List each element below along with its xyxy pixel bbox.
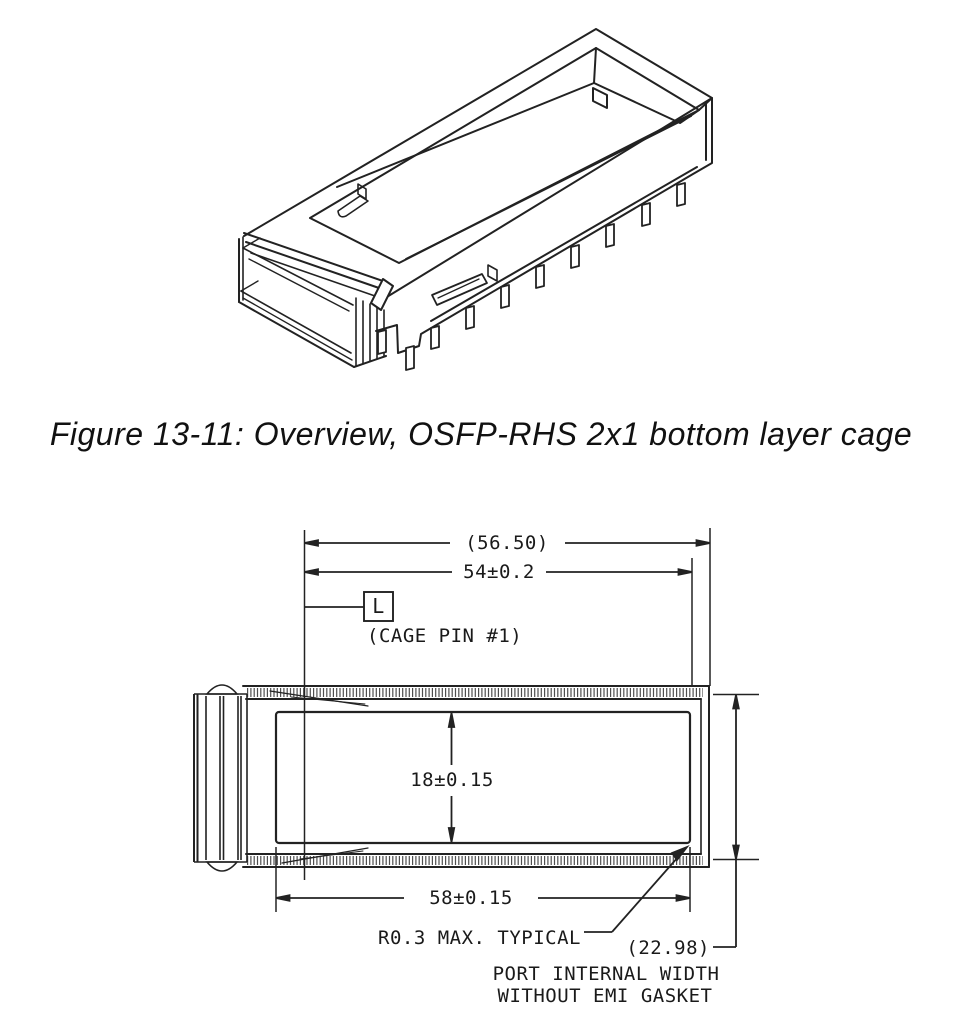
datum-note: (CAGE PIN #1): [367, 625, 522, 647]
port-width-note-line1: PORT INTERNAL WIDTH: [493, 963, 720, 985]
dim-length-to-pin: 54±0.2: [463, 561, 535, 583]
extension-lines: [275, 528, 759, 912]
datum-symbol-box: [363, 591, 394, 622]
press-fit-pins: [377, 182, 686, 371]
dim-port-width: (22.98): [626, 937, 710, 959]
radius-note: R0.3 MAX. TYPICAL: [378, 927, 581, 949]
emi-gasket-bands: [247, 688, 703, 865]
figure-caption: Figure 13-11: Overview, OSFP-RHS 2x1 bot…: [49, 416, 913, 452]
front-bezel: [193, 684, 248, 872]
datum-label: L: [372, 594, 385, 618]
dim-port-length: 58±0.15: [429, 887, 513, 909]
dim-overall-length: (56.50): [465, 532, 549, 554]
dimension-drawing: (56.50) 54±0.2 L (CAGE PIN #1) 18±0.15 5…: [193, 528, 759, 1007]
dimension-lines: [275, 539, 740, 948]
dimension-labels: (56.50) 54±0.2 L (CAGE PIN #1) 18±0.15 5…: [367, 532, 719, 1007]
port-width-note-line2: WITHOUT EMI GASKET: [498, 985, 713, 1007]
cage-plan-outline: [242, 685, 710, 868]
isometric-cage-drawing: [238, 28, 713, 371]
dim-port-height: 18±0.15: [410, 769, 494, 791]
cage-body-outline: [238, 28, 713, 368]
